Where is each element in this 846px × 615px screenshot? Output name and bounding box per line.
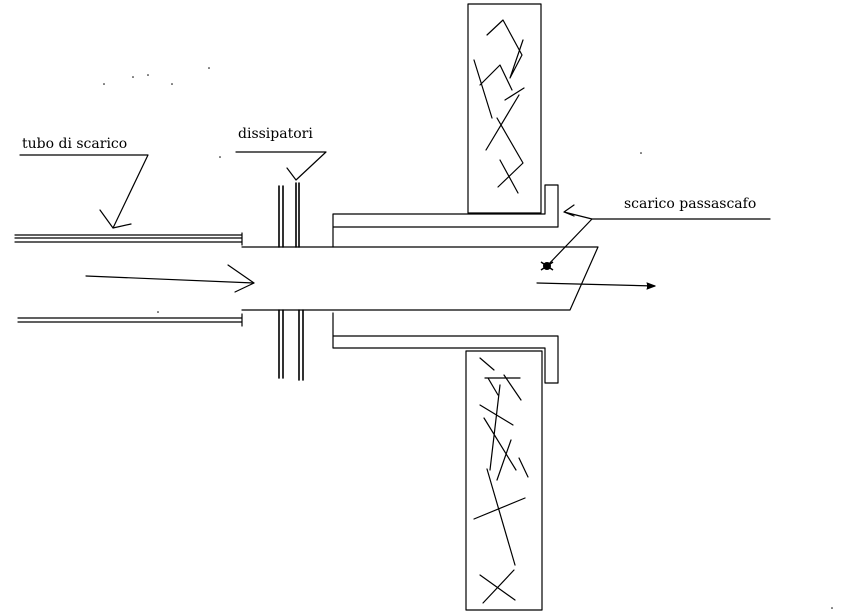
leader-exhaust-pipe (19, 154, 149, 229)
flow-arrow-inlet (85, 264, 255, 293)
flow-arrow-outlet (536, 282, 656, 290)
leader-heat-sinks (235, 151, 327, 181)
hull-wall-top (467, 3, 542, 214)
mark-icon (540, 261, 554, 271)
through-hull-flange (332, 184, 559, 384)
exhaust-pipe-label: tubo di scarico (22, 136, 128, 152)
through-hull-exhaust-label: scarico passascafo (624, 196, 757, 212)
leader-through-hull (544, 204, 771, 269)
heat-sinks (278, 182, 304, 381)
heat-sinks-label: dissipatori (238, 126, 313, 142)
exhaust-pipe (14, 232, 599, 327)
hull-wall-bottom (465, 350, 543, 611)
stray-dots (103, 67, 833, 609)
